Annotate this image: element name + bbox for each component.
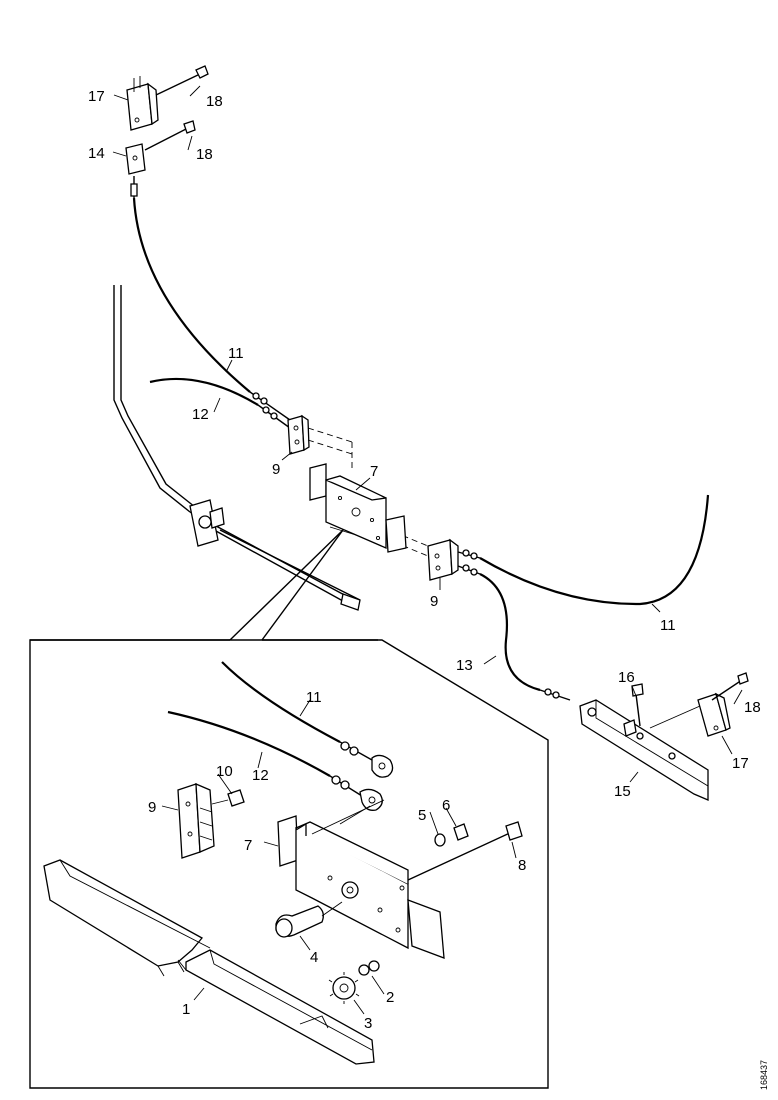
- detail-callout-3: 3: [364, 1015, 372, 1032]
- callout-18-right: 18: [744, 699, 761, 716]
- callout-17-right: 17: [732, 755, 749, 772]
- callout-16: 16: [618, 669, 635, 686]
- detail-callout-9: 9: [148, 799, 156, 816]
- cable-11-upper: [130, 176, 291, 421]
- detail-callout-7: 7: [244, 837, 252, 854]
- detail-sprocket-3: [328, 972, 360, 1004]
- bolt-18-second: [144, 120, 196, 151]
- upper-assembly: [113, 65, 749, 801]
- detail-plate-7: [277, 799, 445, 959]
- callout-18-top: 18: [206, 93, 223, 110]
- pedal-frame-rod: [113, 285, 361, 611]
- detail-bolt-8: [407, 821, 523, 881]
- callout-11-upper: 11: [228, 345, 244, 362]
- frame-pivot-bracket: [189, 499, 225, 547]
- callout-9-right: 9: [430, 593, 438, 610]
- callout-7-upper: 7: [370, 463, 378, 480]
- detail-callout-6: 6: [442, 797, 450, 814]
- callout-17-top: 17: [88, 88, 105, 105]
- bracket-17-top: [126, 76, 159, 131]
- detail-callout-10: 10: [216, 763, 233, 780]
- callout-leaders: [112, 85, 743, 1015]
- detail-screw-10: [211, 789, 245, 807]
- callout-numbers: 17 18 14 18 11 12 9 7 9 11 13 16 18 17 1…: [88, 88, 761, 1032]
- cable-13: [457, 564, 571, 701]
- callout-12-upper: 12: [192, 406, 209, 423]
- detail-cable-11: [221, 661, 394, 778]
- detail-callout-11: 11: [306, 689, 322, 706]
- cable-11-right: [457, 494, 710, 606]
- detail-callout-2: 2: [386, 989, 394, 1006]
- detail-shaft-4: [275, 901, 343, 938]
- bolt-18-top: [155, 65, 209, 96]
- detail-callout-5: 5: [418, 807, 426, 824]
- callout-11-right: 11: [660, 617, 676, 634]
- bar-15: [579, 699, 709, 801]
- callout-18-second: 18: [196, 146, 213, 163]
- detail-nut-2: [358, 960, 380, 976]
- detail-callout-1: 1: [182, 1001, 190, 1018]
- detail-washer-5: [434, 833, 446, 847]
- detail-box: [29, 639, 549, 1089]
- detail-leader-lines: [229, 526, 357, 641]
- main-plate-7: [309, 463, 407, 553]
- detail-cable-12: [167, 710, 383, 811]
- bracket-14: [125, 143, 146, 175]
- detail-bar-1: [43, 859, 375, 1065]
- callout-14: 14: [88, 145, 105, 162]
- bolt-18-right: [711, 672, 749, 701]
- detail-callout-12: 12: [252, 767, 269, 784]
- detail-nut-6: [453, 823, 469, 841]
- callout-13: 13: [456, 657, 473, 674]
- callout-9-left: 9: [272, 461, 280, 478]
- bracket-17-right: [649, 692, 731, 737]
- reference-code: 168437: [759, 1060, 769, 1090]
- detail-callout-4: 4: [310, 949, 318, 966]
- callout-15: 15: [614, 783, 631, 800]
- detail-bracket-9: [177, 782, 215, 859]
- cable-12-upper: [149, 377, 291, 429]
- detail-callout-8: 8: [518, 857, 526, 874]
- bracket-9-right: [427, 538, 459, 581]
- bracket-9-left: [287, 414, 310, 455]
